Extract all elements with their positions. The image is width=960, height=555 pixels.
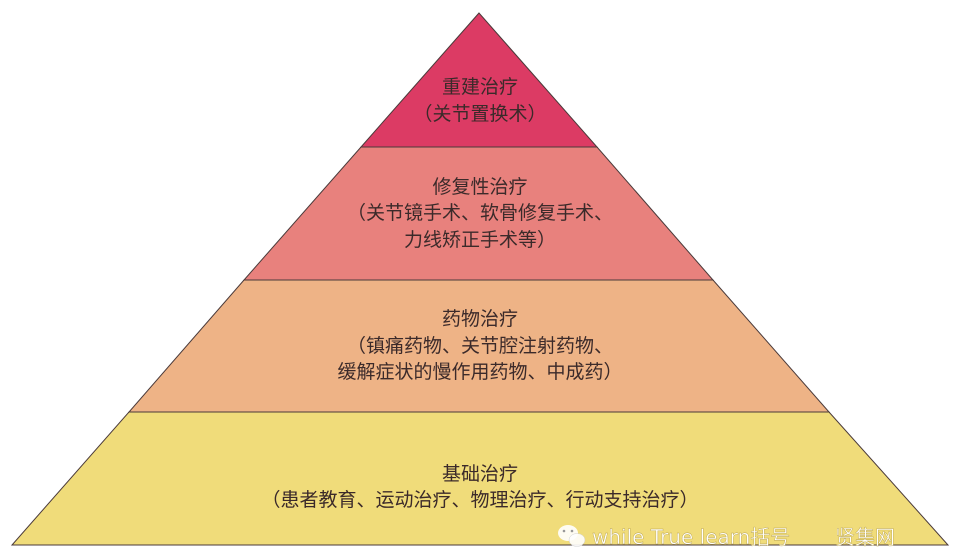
layer-4-detail: （患者教育、运动治疗、物理治疗、行动支持治疗） <box>261 489 698 511</box>
layer-2-detail-2: 力线矫正手术等） <box>404 229 556 251</box>
watermark-text: while True learn括号 <box>592 525 790 549</box>
layer-4-title: 基础治疗 <box>442 463 518 485</box>
layer-3-detail-1: （镇痛药物、关节腔注射药物、 <box>347 335 613 357</box>
layer-3-title: 药物治疗 <box>442 308 518 330</box>
layer-3-detail-2: 缓解症状的慢作用药物、中成药） <box>337 361 622 383</box>
layer-1-title: 重建治疗 <box>442 76 518 98</box>
wechat-icon <box>558 525 586 547</box>
layer-1-detail: （关节置换术） <box>413 103 546 125</box>
watermark-site: 贤集网 <box>835 525 895 549</box>
pyramid-layer-4 <box>10 411 950 546</box>
layer-2-title: 修复性治疗 <box>432 176 527 198</box>
layer-2-detail-1: （关节镜手术、软骨修复手术、 <box>347 202 613 224</box>
